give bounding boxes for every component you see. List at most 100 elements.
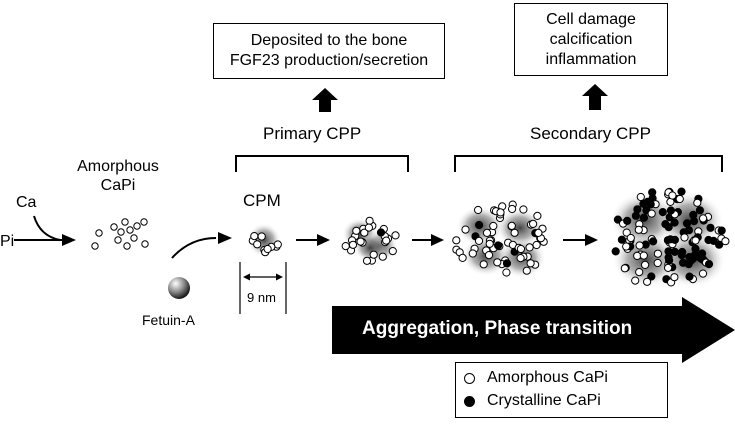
banner-text: Aggregation, Phase transition: [362, 318, 633, 339]
amorphous-particle: [452, 236, 461, 245]
fetuin-a-sphere: [168, 277, 190, 299]
crystalline-particle: [709, 236, 718, 245]
amorphous-particle: [653, 258, 662, 268]
fetuin-shell: [656, 192, 724, 248]
crystalline-particle: [679, 258, 688, 267]
amorphous-particle: [675, 194, 684, 204]
scale-bar: [239, 262, 287, 314]
banner-arrow-shape: [332, 297, 735, 363]
amorphous-particle: [123, 242, 131, 250]
crystalline-particle: [639, 199, 648, 208]
crystalline-particle: [666, 206, 676, 215]
fetuin-shell: [496, 208, 544, 248]
amorphous-particle: [348, 240, 358, 249]
amorphous-particle: [680, 233, 689, 242]
crystalline-particle: [677, 187, 686, 196]
amorphous-particle: [532, 240, 541, 250]
secondary-cpp-bracket: [454, 155, 723, 172]
amorphous-particle: [529, 219, 538, 228]
amorphous-particle: [721, 237, 730, 246]
crystalline-particle: [658, 208, 667, 217]
amorphous-particle: [489, 221, 498, 231]
amorphous-particle: [653, 249, 663, 258]
secondary-cpp-cluster-late: [610, 187, 730, 288]
crystalline-particle: [682, 219, 692, 228]
amorphous-particle: [369, 250, 378, 259]
amorphous-capi-label: Amorphous CaPi: [77, 158, 159, 194]
amorphous-particle: [635, 241, 644, 250]
crystalline-particle: [706, 223, 715, 232]
primary-effect-line-1: Deposited to the bone: [250, 32, 408, 49]
crystalline-particle: [687, 255, 696, 264]
crystalline-particle: [494, 241, 503, 250]
amorphous-particle: [516, 244, 526, 254]
amorphous-particle: [522, 266, 531, 275]
crystalline-particle: [649, 237, 658, 246]
legend-amorphous-label: Amorphous CaPi: [487, 369, 608, 386]
amorphous-particle: [634, 225, 643, 234]
secondary-effect-line-3: inflammation: [545, 50, 637, 68]
amorphous-particle: [647, 209, 656, 218]
amorphous-particle: [626, 233, 635, 243]
primary-cpp-bracket: [235, 155, 409, 172]
scale-label: 9 nm: [247, 290, 276, 305]
amorphous-particle: [121, 218, 129, 226]
legend-crystalline-label: Crystalline CaPi: [487, 392, 601, 409]
amorphous-particle: [474, 205, 483, 215]
amorphous-particle: [631, 276, 640, 285]
crystalline-particle: [670, 247, 679, 256]
amorphous-particle: [91, 242, 99, 250]
amorphous-particle: [664, 263, 673, 272]
crystalline-particle: [611, 247, 620, 256]
amorphous-particle: [699, 214, 708, 223]
legend: Amorphous CaPi Crystalline CaPi: [455, 362, 668, 418]
amorphous-particle: [388, 247, 397, 256]
amorphous-particle: [484, 251, 494, 260]
crystalline-particle: [684, 226, 694, 235]
amorphous-particle: [461, 225, 470, 234]
amorphous-particle: [114, 236, 122, 244]
amorphous-particle: [391, 231, 400, 240]
secondary-effect-line-1: Cell damage: [546, 10, 636, 28]
amorphous-particle: [636, 192, 645, 202]
crystalline-particle: [665, 256, 674, 265]
amorphous-particle: [378, 252, 387, 261]
amorphous-particle: [365, 216, 374, 225]
amorphous-particle: [364, 223, 373, 232]
amorphous-particle: [130, 234, 138, 242]
amorphous-particle: [479, 260, 488, 269]
amorphous-particle: [622, 242, 631, 251]
primary-up-arrow: [312, 88, 338, 112]
ca-pi-arrow: [14, 215, 76, 246]
amorphous-particle: [622, 228, 631, 237]
amorphous-particle: [263, 244, 272, 254]
amorphous-particle: [126, 226, 134, 234]
crystalline-particle: [698, 249, 707, 258]
amorphous-particle: [507, 221, 516, 230]
amorphous-particle: [485, 239, 494, 248]
crystalline-particle: [502, 259, 512, 268]
amorphous-particle: [635, 268, 644, 277]
crystalline-particle: [666, 235, 675, 244]
amorphous-particle: [117, 228, 125, 236]
amorphous-particle: [510, 228, 519, 237]
amorphous-particle: [482, 228, 492, 237]
crystalline-particle: [678, 247, 687, 257]
filled-circle-icon: [464, 395, 475, 407]
crystalline-particle: [670, 218, 679, 227]
amorphous-particle: [641, 260, 650, 269]
crystalline-particle: [704, 260, 714, 269]
amorphous-particle: [693, 198, 702, 207]
amorphous-particle: [250, 232, 259, 241]
secondary-effects-box: Cell damage calcification inflammation: [514, 3, 668, 76]
amorphous-particle: [458, 253, 467, 262]
amorphous-particle: [639, 251, 648, 260]
primary-effects-box: Deposited to the bone FGF23 production/s…: [213, 23, 445, 79]
secondary-up-arrow: [582, 84, 608, 110]
fetuin-a-label: Fetuin-A: [142, 312, 195, 328]
crystalline-particle: [695, 206, 705, 215]
amorphous-particle: [140, 218, 148, 226]
amorphous-particle: [620, 264, 629, 273]
amorphous-particle: [382, 236, 391, 245]
